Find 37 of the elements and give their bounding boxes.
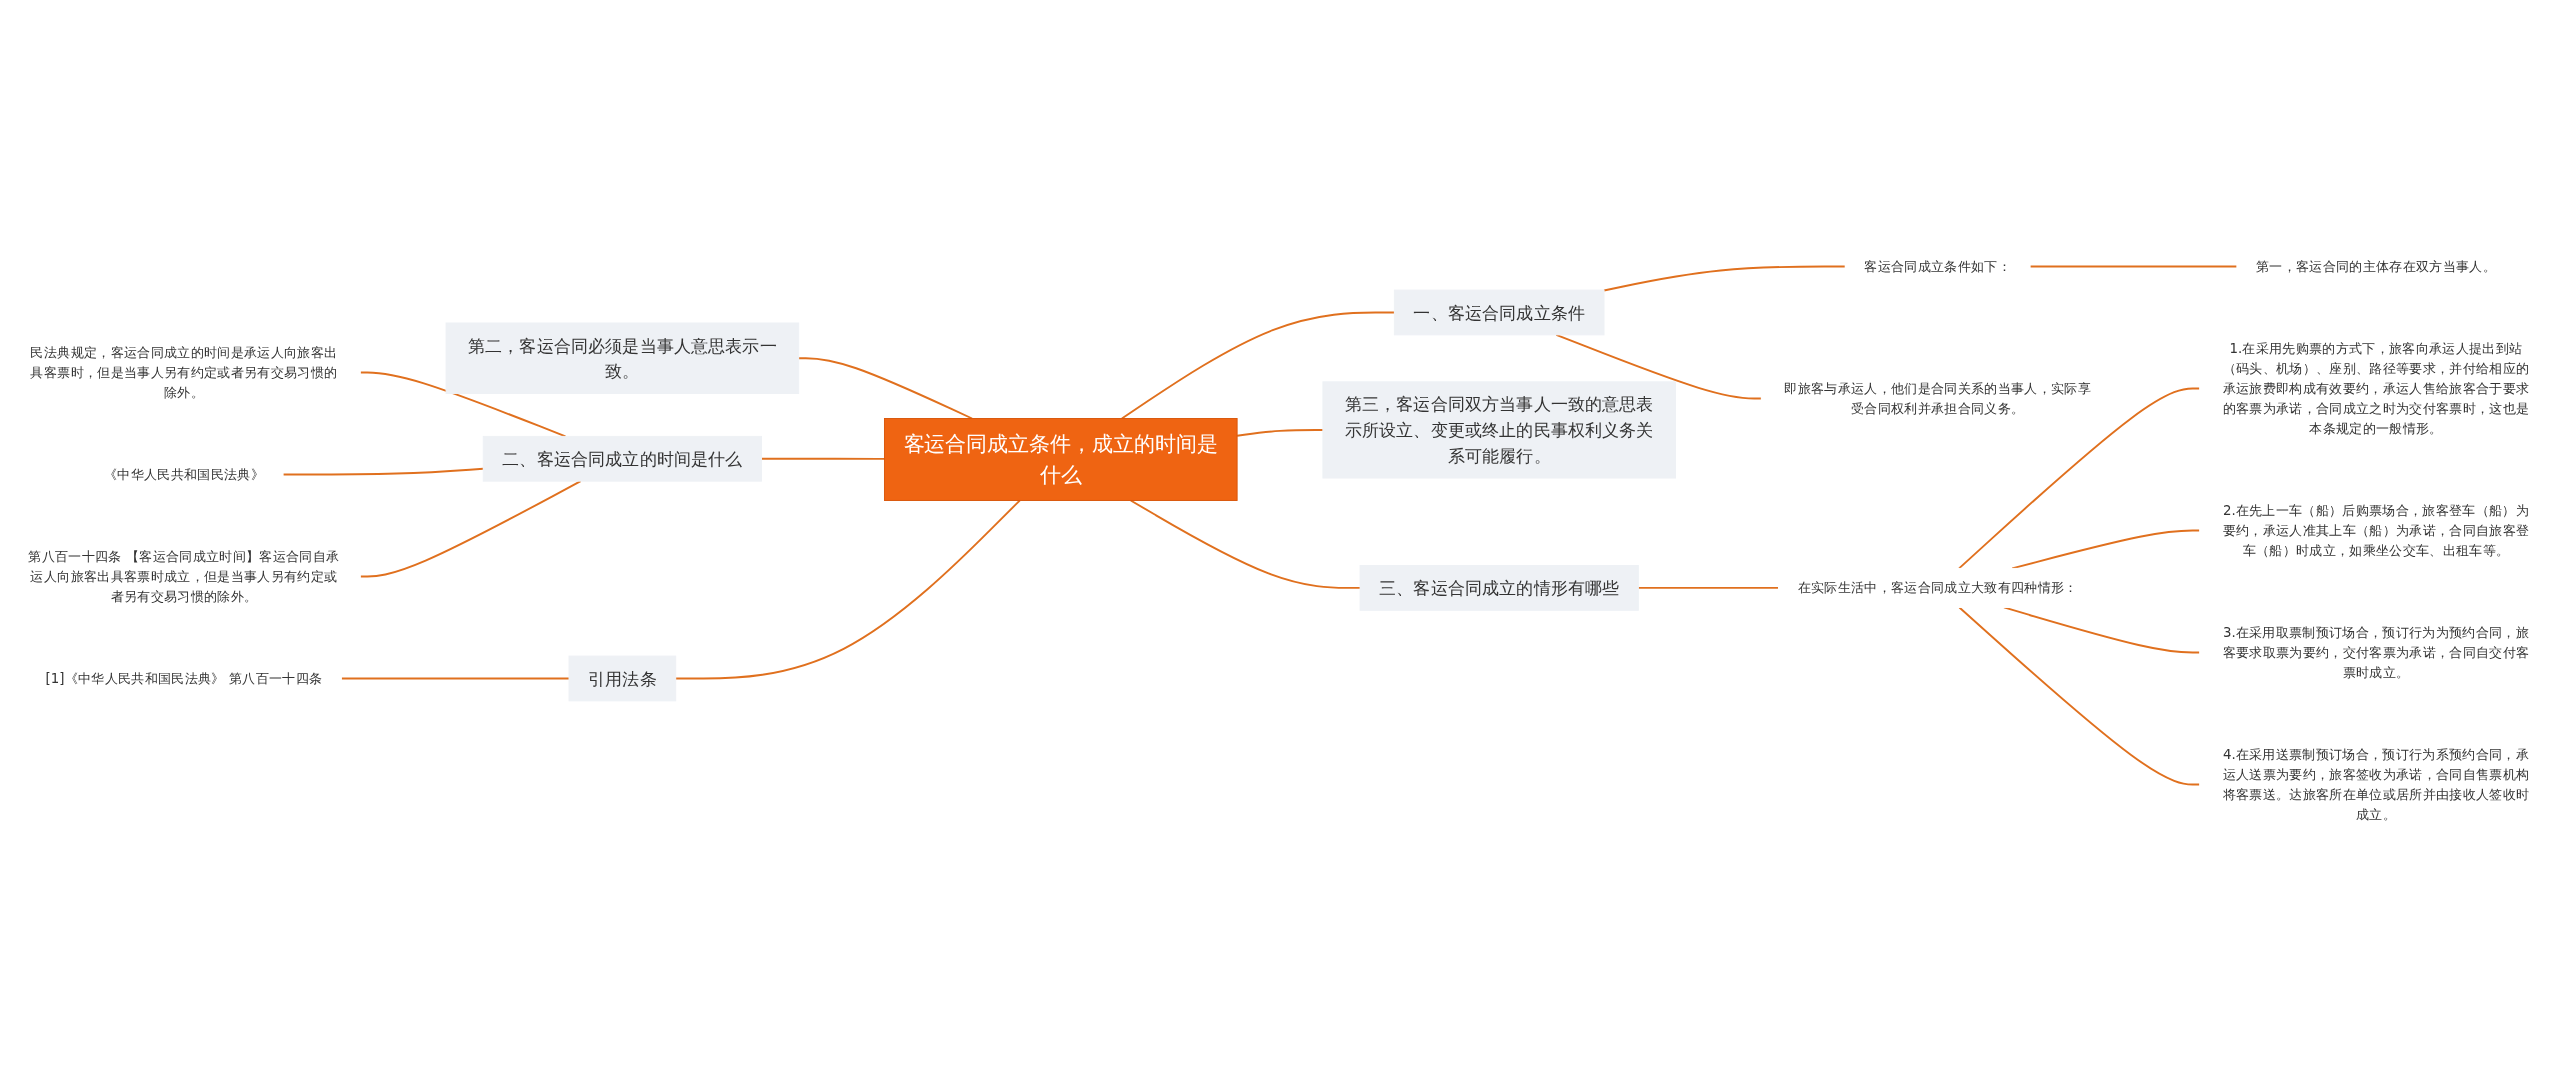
connector <box>1958 606 2201 786</box>
connector <box>674 499 1021 680</box>
node-text: 在实际生活中，客运合同成立大致有四种情形： <box>1797 579 2078 596</box>
connector <box>1637 586 1780 589</box>
connector <box>2003 606 2201 654</box>
connector <box>1236 429 1324 437</box>
node-text: 民法典规定，客运合同成立的时间是承运人向旅客出具客票时，但是当事人另有约定或者另有交易习惯的除外。 <box>30 344 338 400</box>
node-text: 第八百一十四条 【客运合同成立时间】客运合同自承运人向旅客出具客票时成立，但是当事人另有约定或者另有交易习惯的除外。 <box>28 548 340 604</box>
node-box: 三、客运合同成立的情形有哪些 <box>1359 565 1639 611</box>
connector <box>1603 265 1847 292</box>
connector <box>2029 265 2238 268</box>
node-box: 客运合同成立条件，成立的时间是什么 <box>884 418 1238 501</box>
node-text: 客运合同成立条件如下： <box>1864 258 2012 274</box>
node-box: 第二，客运合同必须是当事人意思表示一致。 <box>445 322 800 394</box>
connector <box>359 371 567 438</box>
node-text: 第一，客运合同的主体存在双方当事人。 <box>2255 258 2497 274</box>
connector <box>1958 387 2201 570</box>
node-text: 2.在先上一车（船）后购票场合，旅客登车（船）为要约，承运人准其上车（船）为承诺，合同自旅客登车（船）时成立，如乘坐公交车、出租车等。 <box>2222 502 2530 558</box>
connector <box>359 480 582 578</box>
node-text: 《中华人民共和国民法典》 <box>103 466 265 482</box>
node-text: 即旅客与承运人，他们是合同关系的当事人，实际享受合同权利并承担合同义务。 <box>1784 380 2092 416</box>
connector <box>282 467 485 476</box>
connector <box>797 357 974 420</box>
node-box: 二、客运合同成立的时间是什么 <box>482 435 762 482</box>
node-box: 第三，客运合同双方当事人一致的意思表示所设立、变更或终止的民事权利义务关系可能履行。 <box>1322 381 1676 479</box>
node-text: 1.在采用先购票的方式下，旅客向承运人提出到站（码头、机场）、座别、路径等要求，并付给相应的承运旅费即构成有效要约，承运人售给旅客合于要求的客票为承诺，合同成立之时为交付客票时，这也是本条规定的一般情形。 <box>2222 340 2530 436</box>
connector <box>1120 311 1396 420</box>
node-box: 一、客运合同成立条件 <box>1393 289 1605 336</box>
node-text: [1]《中华人民共和国民法典》 第八百一十四条 <box>45 670 323 686</box>
connector <box>1129 499 1361 589</box>
node-text: 4.在采用送票制预订场合，预订行为系预约合同，承运人送票为要约，旅客签收为承诺，合同自售票机构将客票送。达旅客所在单位或居所并由接收人签收时成立。 <box>2222 746 2530 822</box>
node-box: 引用法条 <box>568 655 677 702</box>
connector <box>760 457 886 460</box>
connector <box>1555 333 1763 400</box>
connector <box>2011 529 2201 570</box>
node-text: 3.在采用取票制预订场合，预订行为为预约合同，旅客要求取票为要约，交付客票为承诺，合同自交付客票时成立。 <box>2222 624 2530 680</box>
connector <box>340 677 570 680</box>
